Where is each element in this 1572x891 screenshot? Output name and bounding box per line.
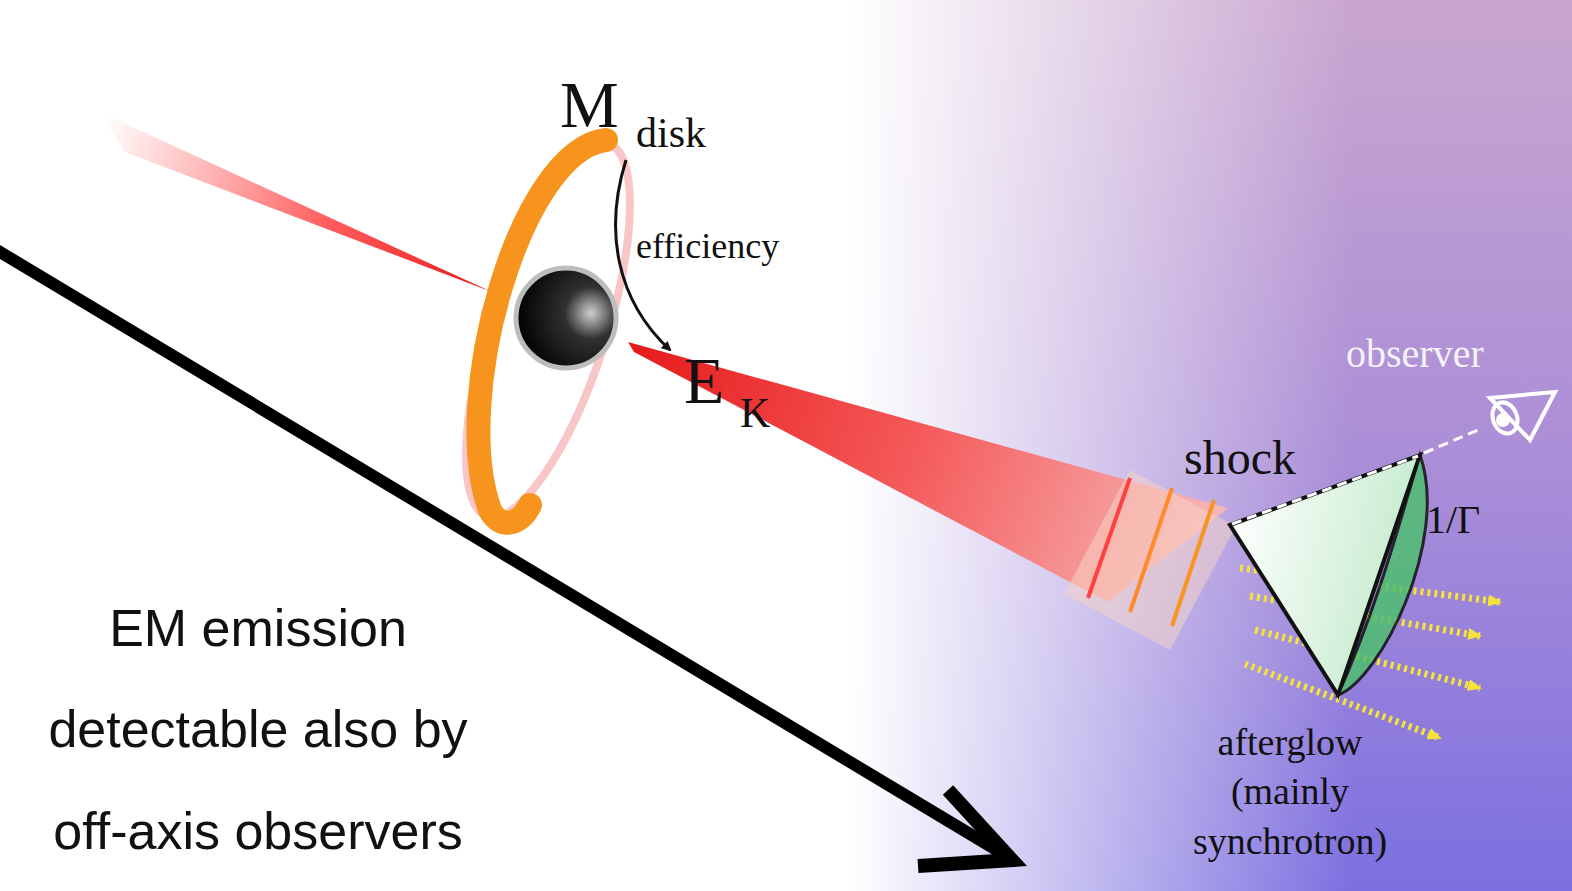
off-axis-arrow (0, 246, 1000, 852)
afterglow-label: afterglow (mainly synchrotron) (1160, 718, 1420, 866)
black-hole (516, 268, 616, 368)
observer-label: observer (1346, 334, 1484, 374)
line-of-sight (1424, 430, 1478, 453)
subscript: K (740, 392, 770, 434)
off-axis-arrowhead (918, 790, 1012, 866)
subscript: disk (636, 112, 706, 154)
cone-base (1338, 455, 1427, 695)
shock-label: shock (1184, 434, 1296, 482)
process-label: efficiency (636, 228, 779, 264)
accretion-disk (478, 140, 606, 523)
observer-eye (1488, 392, 1555, 440)
counter-jet (100, 112, 492, 292)
angle-label: 1/Γ (1426, 500, 1480, 540)
disk-back (432, 126, 663, 535)
note-text: EM emission detectable also by off-axis … (8, 578, 508, 882)
variable-symbol: E (684, 348, 724, 414)
shock-layers (1064, 470, 1236, 650)
variable-symbol: M (560, 72, 619, 138)
